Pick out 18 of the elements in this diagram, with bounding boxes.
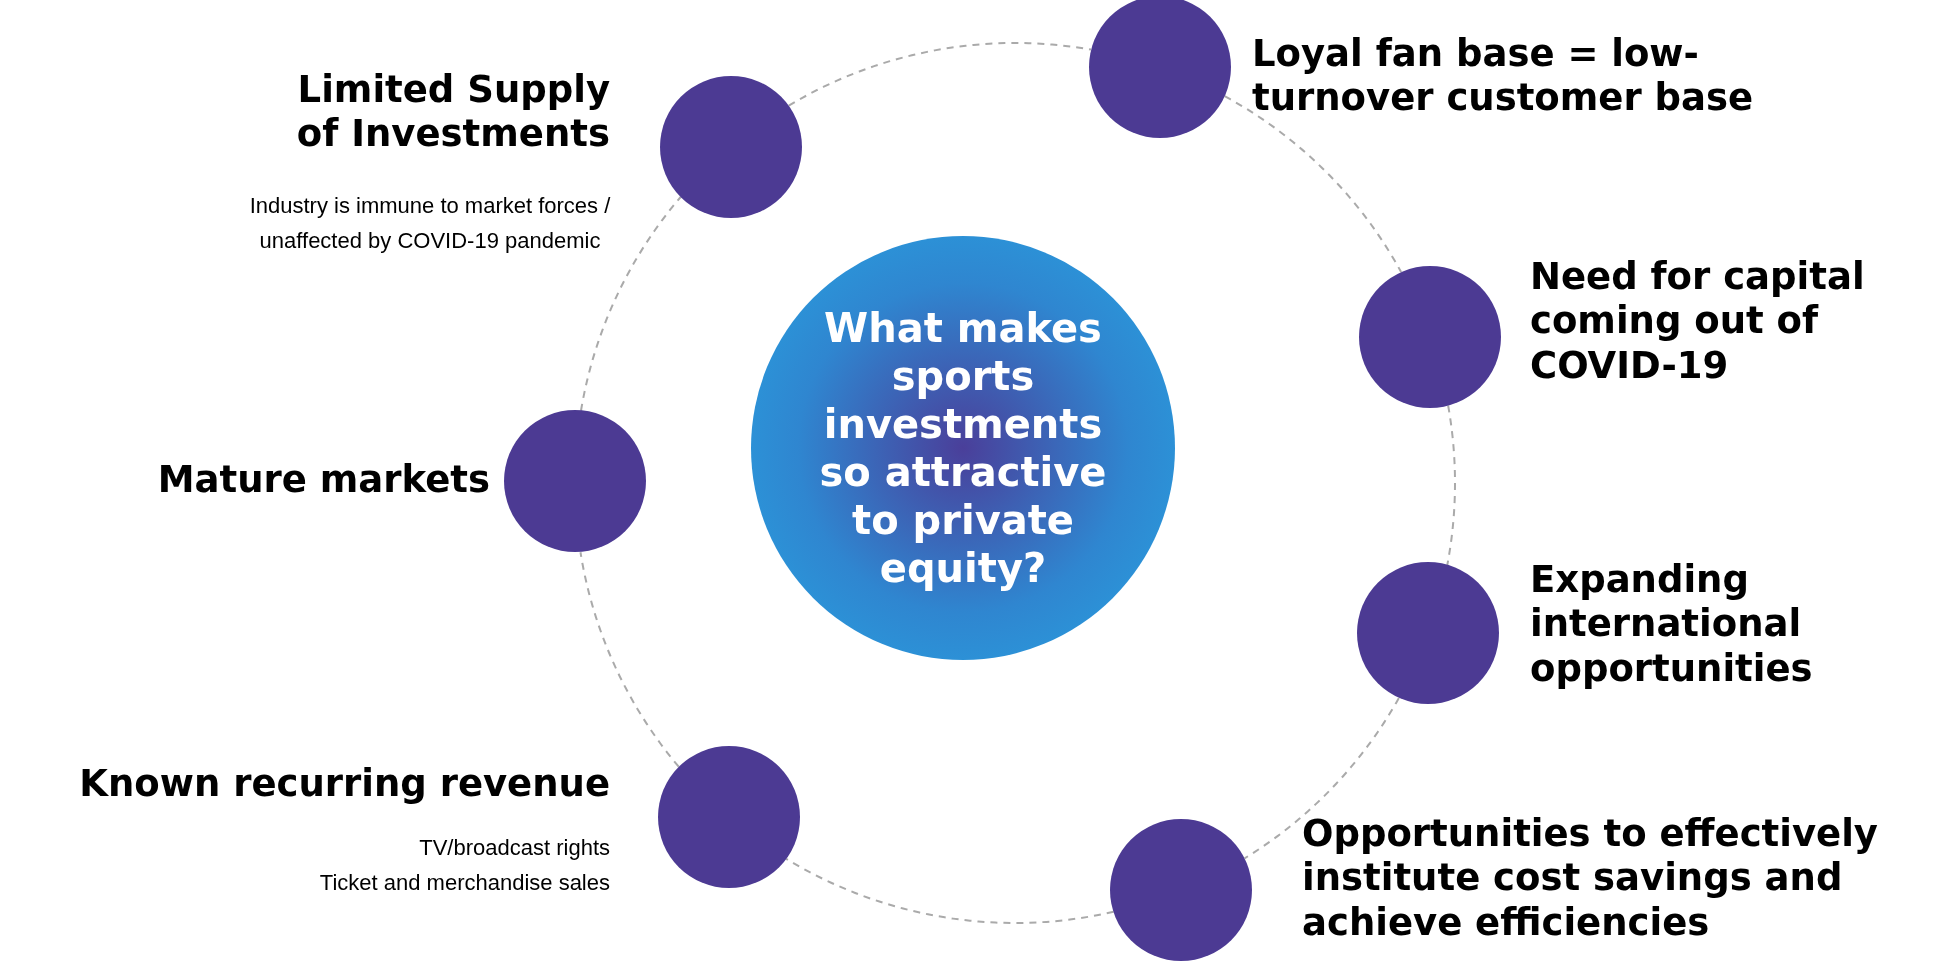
dashed-connector (579, 551, 680, 768)
dashed-connector (785, 857, 1115, 924)
heading-text: Opportunities to effectively institute cost savings and achieve efficiencies (1302, 812, 1879, 946)
heading-text: Limited Supply of Investments (295, 68, 610, 157)
dashed-connector (787, 42, 1092, 107)
description-text: Industry is immune to market forces / unaffected by COVID-19 pandemic (248, 192, 612, 256)
heading-text: Loyal fan base = low-turnover customer base (1252, 32, 1755, 121)
dashed-connector (1446, 404, 1456, 567)
heading-text: Need for capital coming out of COVID-19 (1530, 255, 1866, 389)
description-text: Ticket and merchandise sales (318, 869, 610, 897)
description-text: TV/broadcast rights (418, 834, 610, 862)
dashed-connector (1243, 697, 1400, 860)
heading-text: Mature markets (156, 458, 490, 503)
dashed-connector (580, 196, 682, 412)
question-text: What makes sports investments so attractive to private equity? (818, 304, 1108, 592)
heading-text: Expanding international opportunities (1530, 558, 1814, 692)
dashed-connector (1223, 95, 1403, 273)
heading-text: Known recurring revenue (78, 762, 610, 807)
